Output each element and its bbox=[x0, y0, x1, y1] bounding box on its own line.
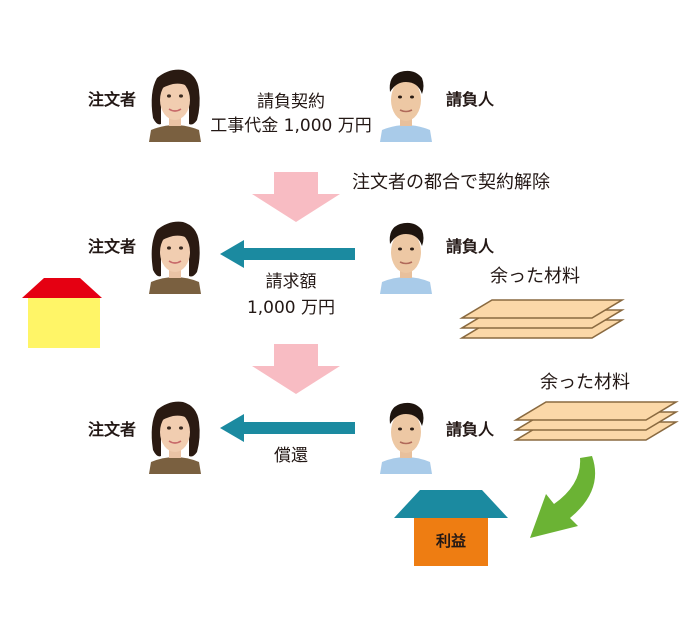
contractor-label: 請負人 bbox=[446, 237, 495, 256]
client-face-icon bbox=[148, 68, 202, 143]
contractor-face-icon bbox=[379, 70, 433, 143]
client-face-icon bbox=[148, 220, 202, 295]
claim-arrow bbox=[220, 240, 355, 268]
leftover-materials-label: 余った材料 bbox=[490, 266, 580, 287]
transition-arrow-1 bbox=[252, 172, 340, 222]
transition-arrow-2 bbox=[252, 344, 340, 394]
claim-title-label: 請求額 bbox=[265, 272, 317, 292]
contractor-label: 請負人 bbox=[446, 90, 495, 109]
contractor-face-icon bbox=[379, 402, 433, 475]
client-label: 注文者 bbox=[88, 420, 137, 439]
client-label: 注文者 bbox=[88, 237, 137, 256]
materials-icon bbox=[461, 299, 623, 339]
client-face-icon bbox=[148, 400, 202, 475]
contract-label: 請負契約 bbox=[257, 92, 325, 112]
construction-price-label: 工事代金 1,000 万円 bbox=[210, 116, 372, 136]
repayment-label: 償還 bbox=[274, 446, 308, 466]
termination-reason-label: 注文者の都合で契約解除 bbox=[352, 172, 550, 193]
repayment-arrow bbox=[220, 414, 355, 442]
leftover-materials-label: 余った材料 bbox=[540, 372, 630, 393]
profit-label: 利益 bbox=[435, 532, 466, 550]
contractor-face-icon bbox=[379, 222, 433, 295]
materials-to-profit-arrow bbox=[530, 456, 596, 538]
contractor-label: 請負人 bbox=[446, 420, 495, 439]
client-label: 注文者 bbox=[88, 90, 137, 109]
profit-house-icon bbox=[394, 490, 508, 566]
house-icon bbox=[22, 278, 102, 348]
materials-icon bbox=[515, 401, 677, 441]
claim-amount-label: 1,000 万円 bbox=[246, 298, 336, 318]
